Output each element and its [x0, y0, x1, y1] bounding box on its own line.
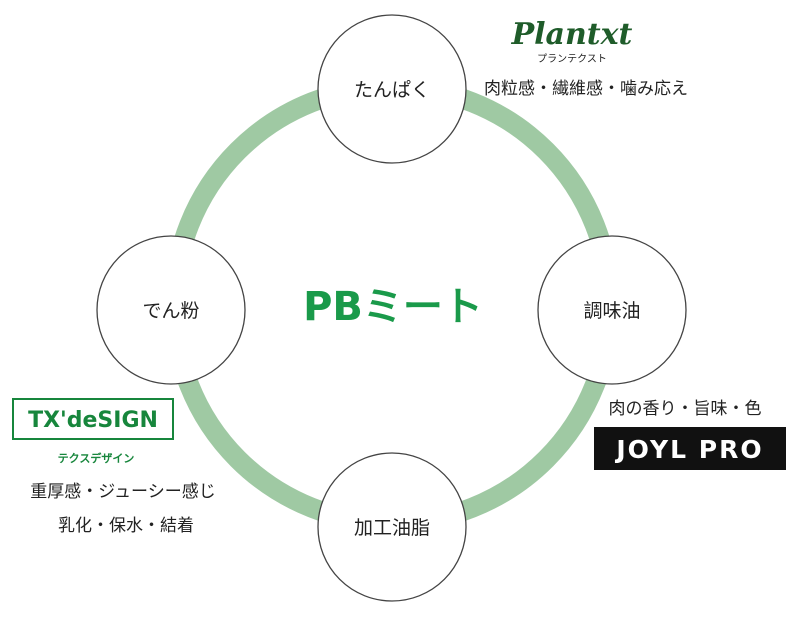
plantxt-logo: Plantxt	[511, 17, 633, 52]
txdesign-logo: TX'deSIGN	[28, 408, 158, 433]
txdesign-description-2: 乳化・保水・結着	[58, 516, 194, 536]
node-processed-fat: 加工油脂	[317, 452, 467, 602]
brand-joyl: 肉の香り・旨味・色 JOYL PRO	[594, 399, 786, 470]
node-protein-label: たんぱく	[354, 79, 430, 101]
node-seasoning-oil-label: 調味油	[583, 300, 640, 322]
joyl-logo-box	[594, 427, 786, 470]
plantxt-description: 肉粒感・繊維感・噛み応え	[484, 79, 688, 99]
txdesign-sub: テクスデザイン	[58, 451, 135, 465]
node-processed-fat-label: 加工油脂	[354, 517, 430, 539]
node-starch: でん粉	[96, 235, 246, 385]
txdesign-logo-box	[12, 398, 174, 440]
node-protein: たんぱく	[317, 14, 467, 164]
plantxt-sub: プランテクスト	[537, 53, 607, 65]
brand-txdesign: TX'deSIGN テクスデザイン 重厚感・ジューシー感じ 乳化・保水・結着	[12, 398, 216, 536]
center-title: PBミート	[303, 284, 483, 330]
txdesign-description-1: 重厚感・ジューシー感じ	[30, 482, 215, 502]
brand-plantxt: Plantxt プランテクスト 肉粒感・繊維感・噛み応え	[484, 17, 688, 99]
node-seasoning-oil: 調味油	[537, 235, 687, 385]
joyl-logo: JOYL PRO	[614, 435, 763, 464]
node-starch-label: でん粉	[142, 300, 199, 322]
joyl-description: 肉の香り・旨味・色	[609, 399, 762, 419]
